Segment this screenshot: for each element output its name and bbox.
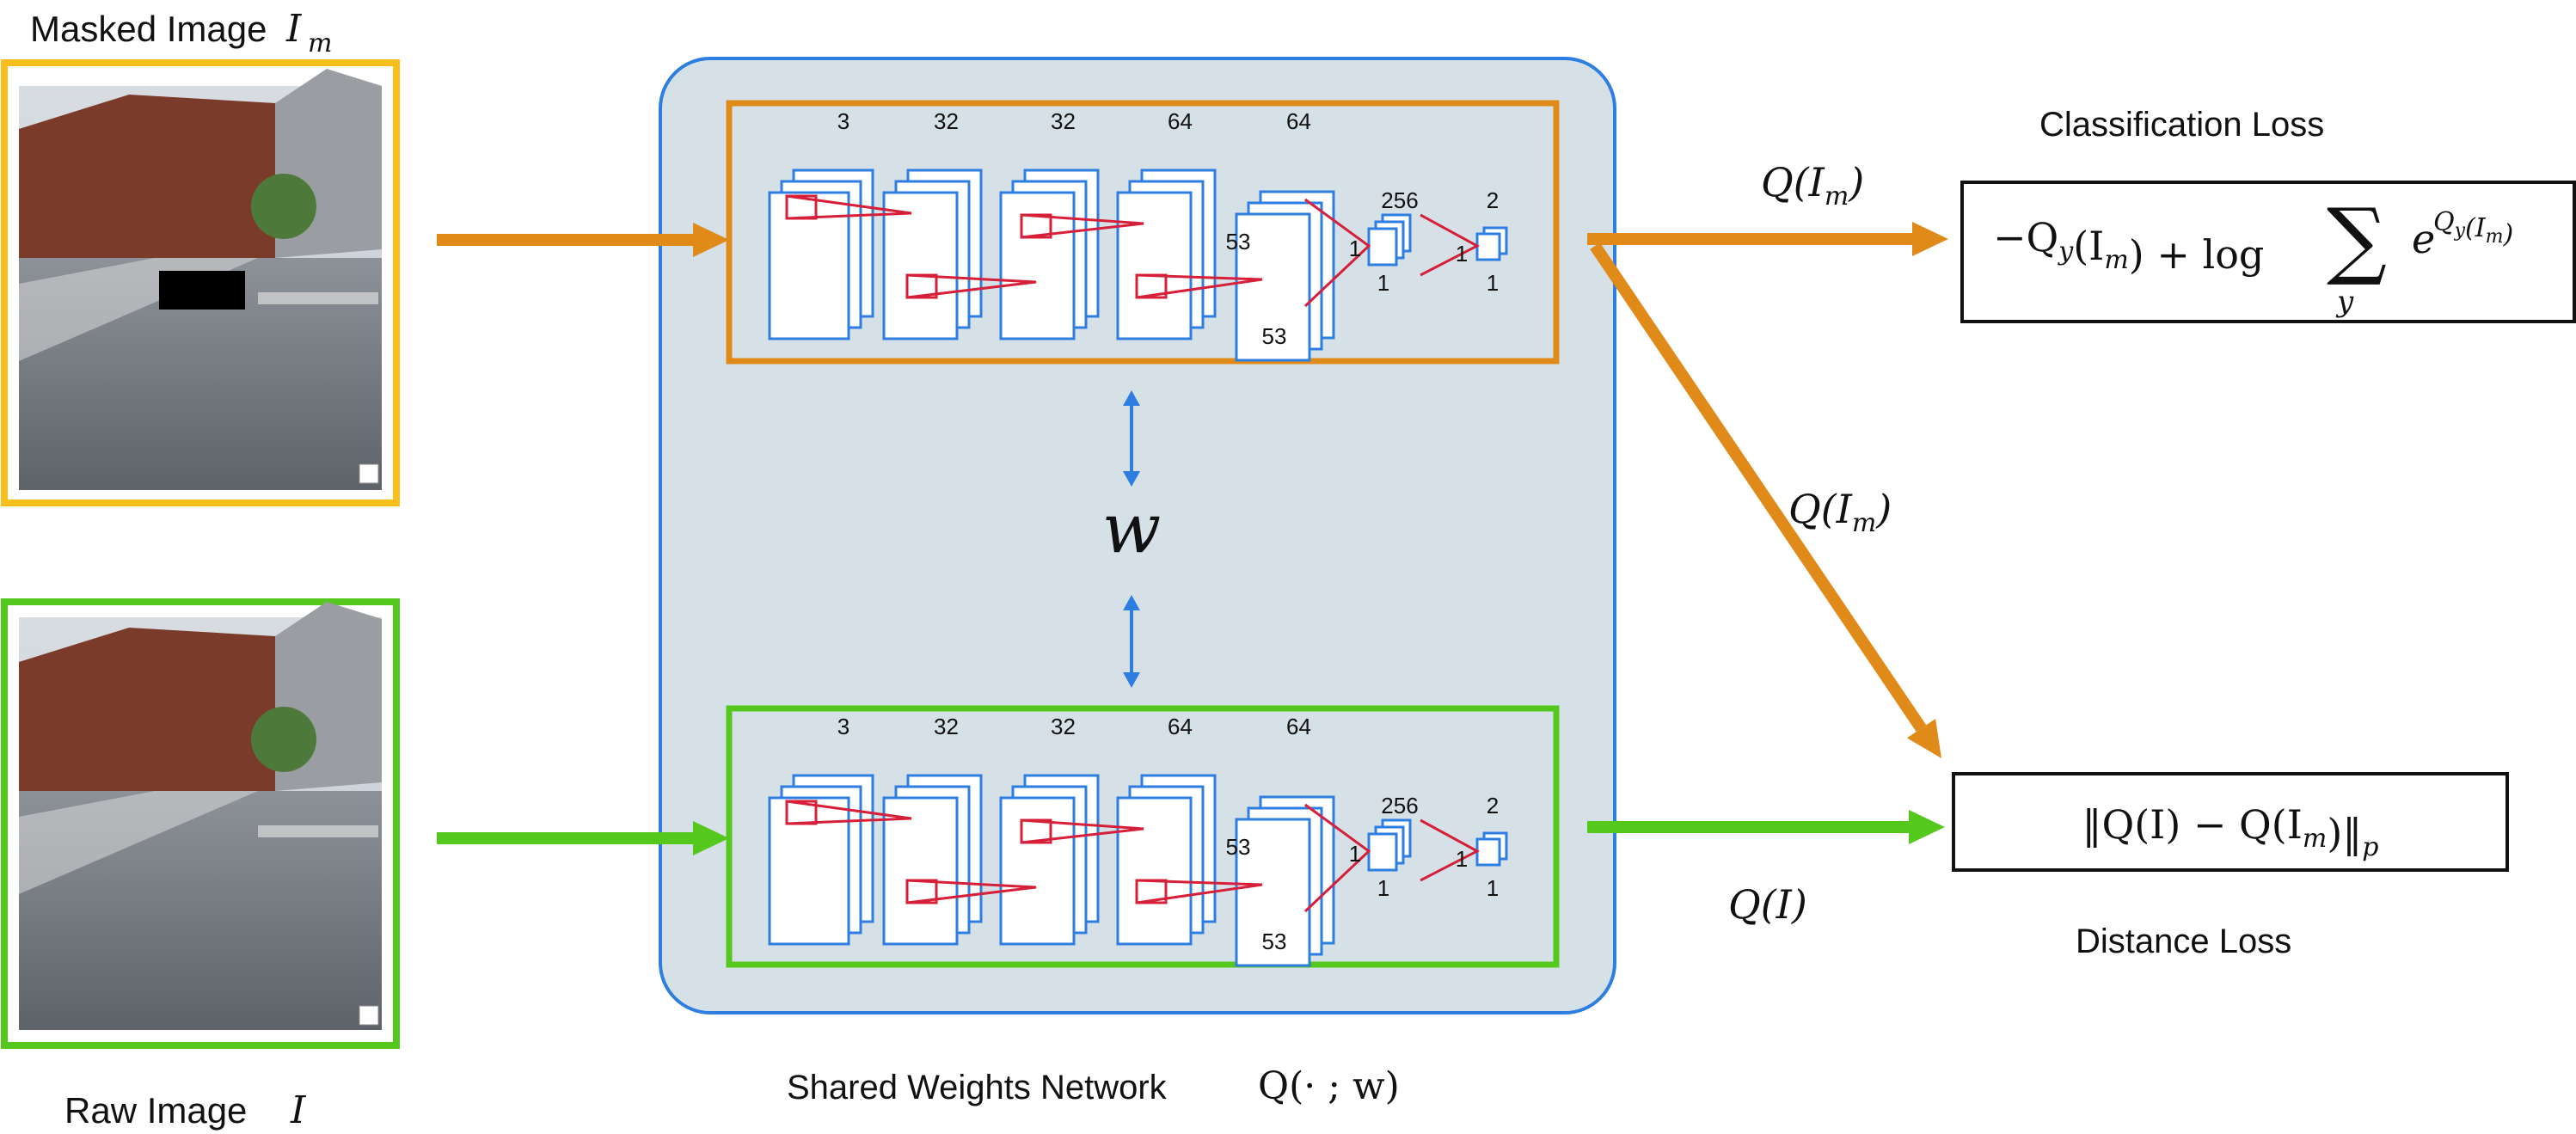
raw-image-block: Raw Image I: [1, 598, 400, 1132]
share-arrow-head: [1123, 471, 1140, 487]
output-one-label: 1: [1487, 875, 1499, 901]
feature-map-sheet: [1116, 191, 1193, 340]
masked-image-frame: [1, 59, 400, 506]
share-arrow-head: [1123, 672, 1140, 688]
diagonal-output-arrow-head: [1906, 719, 1941, 758]
feature-map-sheet: [1235, 212, 1311, 362]
sum-symbol: ∑: [2327, 191, 2387, 289]
fc-units-label: 256: [1381, 793, 1418, 818]
exp-base: e: [2412, 216, 2435, 262]
fc-unit-sheet: [1367, 832, 1398, 872]
fc-one-label: 1: [1349, 236, 1361, 261]
layer-channel-label: 64: [1168, 714, 1193, 739]
exp-power: Qy(Im): [2433, 207, 2513, 249]
conv-projection: [786, 194, 912, 220]
fc-one-label: 1: [1349, 841, 1361, 867]
fc-units-label: 256: [1381, 187, 1418, 213]
spatial-side-label: 53: [1262, 929, 1287, 954]
conv-projection: [906, 273, 1037, 299]
layer-channel-label: 64: [1286, 108, 1311, 134]
layer-channel-label: 64: [1168, 108, 1193, 134]
feature-map-sheet: [1116, 796, 1193, 946]
output-unit-sheet: [1475, 232, 1501, 261]
masked-input-arrow-head: [693, 223, 729, 257]
network-title: Shared Weights Network: [787, 1069, 1168, 1106]
bottom-branch-box: [726, 705, 1560, 968]
spatial-side-label: 53: [1226, 229, 1251, 254]
conv-projection: [1136, 879, 1263, 904]
spatial-side-label: 53: [1226, 834, 1251, 860]
raw-image-label: Raw Image: [64, 1090, 247, 1131]
fc-one-label: 1: [1377, 875, 1389, 901]
distance-loss-formula: ‖Q(I) − Q(Im)‖p: [2082, 801, 2378, 862]
output-one-label: 1: [1487, 270, 1499, 296]
conv-projection: [1136, 273, 1263, 299]
masked-image-symbol: I: [285, 7, 303, 51]
conv-projection: [1021, 818, 1144, 844]
conv-projection: [906, 879, 1037, 904]
classification-loss-formula: −Qy(Im) + log ∑ y e Qy(Im): [1993, 191, 2513, 319]
bottom-output-arrow-head: [1909, 810, 1945, 844]
feature-map-sheet: [768, 796, 850, 946]
spatial-side-label: 53: [1262, 323, 1287, 349]
diagonal-output-arrow-shaft: [1590, 242, 1927, 733]
classification-formula-main: −Qy(Im) + log: [1993, 214, 2264, 278]
fc-projection: [1303, 803, 1371, 913]
distance-loss-title: Distance Loss: [2076, 923, 2291, 960]
fc-one-label: 1: [1377, 270, 1389, 296]
bottom-output-label: Q(I): [1728, 881, 1807, 928]
layer-channel-label: 32: [934, 108, 959, 134]
weight-sharing-arrows: [1123, 390, 1140, 688]
raw-street-photo: [19, 602, 382, 1030]
layer-channel-label: 32: [1051, 714, 1076, 739]
output-projection: [1420, 818, 1481, 882]
raw-input-arrow-head: [693, 821, 729, 855]
masked-image-label: Masked Image: [30, 9, 267, 49]
top-branch-box: [726, 100, 1560, 365]
share-arrow-head: [1123, 595, 1140, 610]
feature-map-sheet: [882, 191, 959, 340]
masked-street-photo: [19, 69, 382, 490]
feature-map-sheet: [1235, 818, 1311, 967]
shared-weight-symbol: w: [1102, 488, 1161, 568]
sum-index: y: [2335, 285, 2354, 319]
feature-map-sheet: [882, 796, 959, 946]
output-projection: [1420, 213, 1481, 277]
masked-image-subscript: m: [308, 28, 332, 58]
distance-loss-box: [1952, 772, 2509, 872]
layer-channel-label: 64: [1286, 714, 1311, 739]
layer-channel-label: 3: [837, 108, 849, 134]
output-units-label: 2: [1487, 187, 1499, 213]
raw-image-symbol: I: [290, 1088, 307, 1132]
output-one-label: 1: [1456, 241, 1468, 267]
classification-loss-box: [1960, 181, 2576, 323]
conv-projection: [1021, 213, 1144, 239]
layer-channel-label: 32: [1051, 108, 1076, 134]
top-output-arrow-head: [1912, 222, 1948, 256]
fc-projection: [1303, 198, 1371, 308]
fc-unit-sheet: [1367, 227, 1398, 267]
classification-loss-title: Classification Loss: [2039, 106, 2324, 144]
share-arrow-head: [1123, 390, 1140, 406]
conv-projection: [786, 800, 912, 825]
output-one-label: 1: [1456, 846, 1468, 872]
output-unit-sheet: [1475, 837, 1501, 867]
network-signature: Q(· ; w): [1258, 1064, 1400, 1108]
masked-image-block: Masked Image I m: [1, 7, 400, 506]
layer-channel-label: 3: [837, 714, 849, 739]
layer-channel-label: 32: [934, 714, 959, 739]
diagonal-output-label: Q(Im): [1788, 486, 1892, 538]
top-output-label: Q(Im): [1761, 159, 1864, 211]
output-units-label: 2: [1487, 793, 1499, 818]
feature-map-sheet: [768, 191, 850, 340]
raw-image-frame: [1, 598, 400, 1049]
flow-arrows: [437, 222, 1948, 855]
